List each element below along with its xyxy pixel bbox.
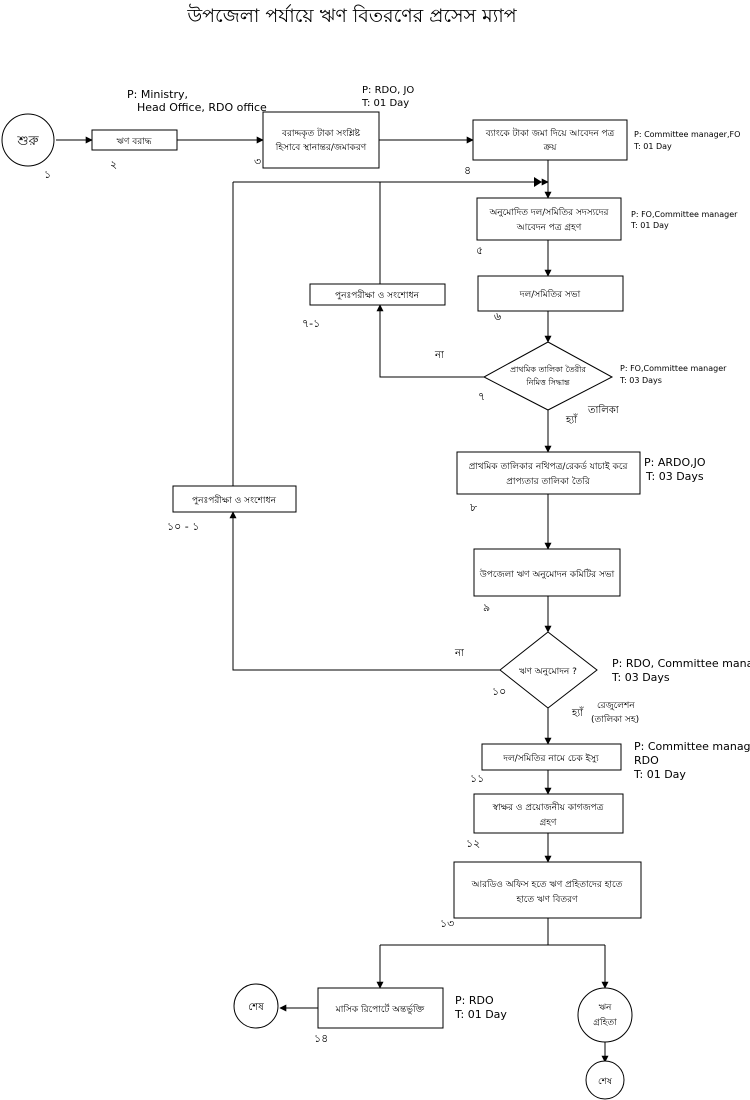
end-bottom-label: শেষ xyxy=(598,1077,613,1087)
annotation-5-line1: P: FO,Committee manager xyxy=(631,210,738,219)
annotation-4-line2: T: 01 Day xyxy=(633,142,672,151)
step-7-label-line1: প্রাথমিক তালিকা তৈরীর xyxy=(510,364,586,374)
annotation-3-line1: P: RDO, JO xyxy=(362,85,414,96)
step-12-label-line2: গ্রহণ xyxy=(540,818,557,828)
annotation-5-line2: T: 01 Day xyxy=(630,221,669,230)
step-number-4: ৪ xyxy=(464,164,471,177)
edge-label-no-7: না xyxy=(434,350,445,361)
step-number-7-1: ৭-১ xyxy=(302,317,320,330)
step-6-box: দল/সমিতির সভা xyxy=(477,275,624,312)
end-node-left: শেষ xyxy=(233,983,279,1029)
step-number-12: ১২ xyxy=(466,837,480,850)
step-12-label-line1: স্বাক্ষর ও প্রয়োজনীয় কাগজপত্র xyxy=(492,801,604,813)
annotation-10-line1: P: RDO, Committee manager, xyxy=(612,657,750,670)
step-4-label-line2: ক্রয় xyxy=(543,143,558,153)
step-number-7: ৭ xyxy=(478,390,485,403)
annotation-11-line2: RDO xyxy=(634,754,659,767)
step-14-box: মাসিক রিপোর্টে অন্তর্ভুক্তি xyxy=(317,987,444,1029)
annotation-7-line2: T: 03 Days xyxy=(619,376,662,385)
step-6-label: দল/সমিতির সভা xyxy=(519,289,581,300)
step-3-box: বরাদ্দকৃত টাকা সংশ্লিষ্ট হিসাবে স্থানান্… xyxy=(262,111,380,169)
step-5-label-line1: অনুমোদিত দল/সমিতির সদস্যদের xyxy=(489,207,610,218)
annotation-7-line1: P: FO,Committee manager xyxy=(620,364,727,373)
step-number-2: ২ xyxy=(110,158,117,171)
loan-recipient-node: ঋন গ্রহিতা xyxy=(577,987,633,1043)
step-2-box: ঋণ বরাদ্ধ xyxy=(91,129,178,151)
connectors xyxy=(56,136,609,1063)
step-4-box: ব্যাংকে টাকা জমা দিয়ে আবেদন পত্র ক্রয় xyxy=(472,119,628,161)
step-8-label-line2: প্রাপ্যতার তালিকা তৈরি xyxy=(506,476,591,487)
annotation-11-line1: P: Committee manager, xyxy=(634,740,750,753)
step-5-box: অনুমোদিত দল/সমিতির সদস্যদের আবেদন পত্র গ… xyxy=(476,197,622,241)
step-number-1: ১ xyxy=(44,168,51,181)
step-number-10-1: ১০ - ১ xyxy=(167,520,199,533)
edge-7-no-to-7-1 xyxy=(376,304,484,378)
step-number-3: ৩ xyxy=(254,155,261,168)
annotation-8-line1: P: ARDO,JO xyxy=(644,456,706,469)
step-number-11: ১১ xyxy=(470,772,484,785)
step-3-label-line1: বরাদ্দকৃত টাকা সংশ্লিষ্ট xyxy=(281,127,361,139)
edge-10-no-to-10-1 xyxy=(229,511,500,671)
recipient-label-line2: গ্রহিতা xyxy=(593,1017,617,1028)
annotation-2-line2: Head Office, RDO office xyxy=(137,101,267,114)
step-number-8: ৮ xyxy=(470,501,477,514)
step-number-14: ১৪ xyxy=(314,1032,328,1045)
step-3-label-line2: হিসাবে স্থানান্তর/জমাকরণ xyxy=(275,142,367,153)
page-title: উপজেলা পর্যায়ে ঋণ বিতরণের প্রসেস ম্যাপ xyxy=(186,4,517,27)
annotation-4-line1: P: Committee manager,FO xyxy=(634,130,740,139)
edge-label-resolution-line2: (তালিকা সহ) xyxy=(591,714,639,725)
step-number-10: ১০ xyxy=(492,685,506,698)
annotation-14-line1: P: RDO xyxy=(455,994,494,1007)
step-number-6: ৬ xyxy=(494,310,501,323)
step-2-label: ঋণ বরাদ্ধ xyxy=(117,137,152,147)
step-10-1-label: পুনঃপরীক্ষা ও সংশোধন xyxy=(192,494,277,506)
annotation-3-line2: T: 01 Day xyxy=(361,98,409,109)
step-10-1-box: পুনঃপরীক্ষা ও সংশোধন xyxy=(172,485,297,513)
annotation-2-line1: P: Ministry, xyxy=(127,88,188,101)
step-13-box: আরডিও অফিস হতে ঋণ প্রহিতাদের হাতে হাতে ঋ… xyxy=(453,861,642,919)
start-node: শুরু xyxy=(1,113,55,167)
step-9-label: উপজেলা ঋণ অনুমোদন কমিটির সভা xyxy=(479,568,615,580)
step-number-9: ৯ xyxy=(483,601,490,614)
annotation-14-line2: T: 01 Day xyxy=(454,1008,507,1021)
recipient-label-line1: ঋন xyxy=(599,1003,612,1013)
step-13-label-line2: হাতে ঋণ বিতরণ xyxy=(515,894,578,905)
step-10-decision: ঋণ অনুমোদন ? xyxy=(499,631,598,709)
annotation-10-line2: T: 03 Days xyxy=(611,671,670,684)
step-number-13: ১৩ xyxy=(440,917,454,930)
step-11-box: দল/সমিতির নামে চেক ইস্যু xyxy=(481,743,622,771)
step-12-box: স্বাক্ষর ও প্রয়োজনীয় কাগজপত্র গ্রহণ xyxy=(473,793,624,834)
step-10-label: ঋণ অনুমোদন ? xyxy=(519,667,577,677)
step-8-box: প্রাথমিক তালিকার নথিপত্র/রেকর্ড যাচাই কর… xyxy=(456,451,641,495)
step-5-label-line2: আবেদন পত্র গ্রহণ xyxy=(516,223,582,233)
step-13-label-line1: আরডিও অফিস হতে ঋণ প্রহিতাদের হাতে xyxy=(471,879,623,890)
step-8-label-line1: প্রাথমিক তালিকার নথিপত্র/রেকর্ড যাচাই কর… xyxy=(469,461,629,472)
step-11-label: দল/সমিতির নামে চেক ইস্যু xyxy=(502,753,599,764)
start-label: শুরু xyxy=(16,134,39,149)
step-number-5: ৫ xyxy=(476,244,483,257)
step-7-label-line2: নিমিত্ত সিদ্ধান্ত xyxy=(525,378,570,387)
edge-label-resolution-line1: রেজুলেশন xyxy=(597,701,635,711)
step-14-label: মাসিক রিপোর্টে অন্তর্ভুক্তি xyxy=(335,1003,425,1015)
edge-label-yes-7: হ্যাঁ xyxy=(565,413,578,426)
step-7-1-box: পুনঃপরীক্ষা ও সংশোধন xyxy=(309,283,446,306)
annotation-8-line2: T: 03 Days xyxy=(645,470,704,483)
step-9-box: উপজেলা ঋণ অনুমোদন কমিটির সভা xyxy=(473,548,621,597)
step-7-decision: প্রাথমিক তালিকা তৈরীর নিমিত্ত সিদ্ধান্ত xyxy=(482,341,614,411)
end-left-label: শেষ xyxy=(248,1002,264,1013)
annotation-11-line3: T: 01 Day xyxy=(633,768,686,781)
edge-label-no-10: না xyxy=(454,648,465,659)
step-4-label-line1: ব্যাংকে টাকা জমা দিয়ে আবেদন পত্র xyxy=(485,127,615,139)
step-7-1-label: পুনঃপরীক্ষা ও সংশোধন xyxy=(335,289,420,301)
loop-arrowhead xyxy=(534,177,542,187)
edge-label-yes-10: হ্যাঁ xyxy=(571,706,584,719)
end-node-bottom: শেষ xyxy=(585,1060,625,1100)
edge-label-list-7: তালিকা xyxy=(587,404,620,416)
